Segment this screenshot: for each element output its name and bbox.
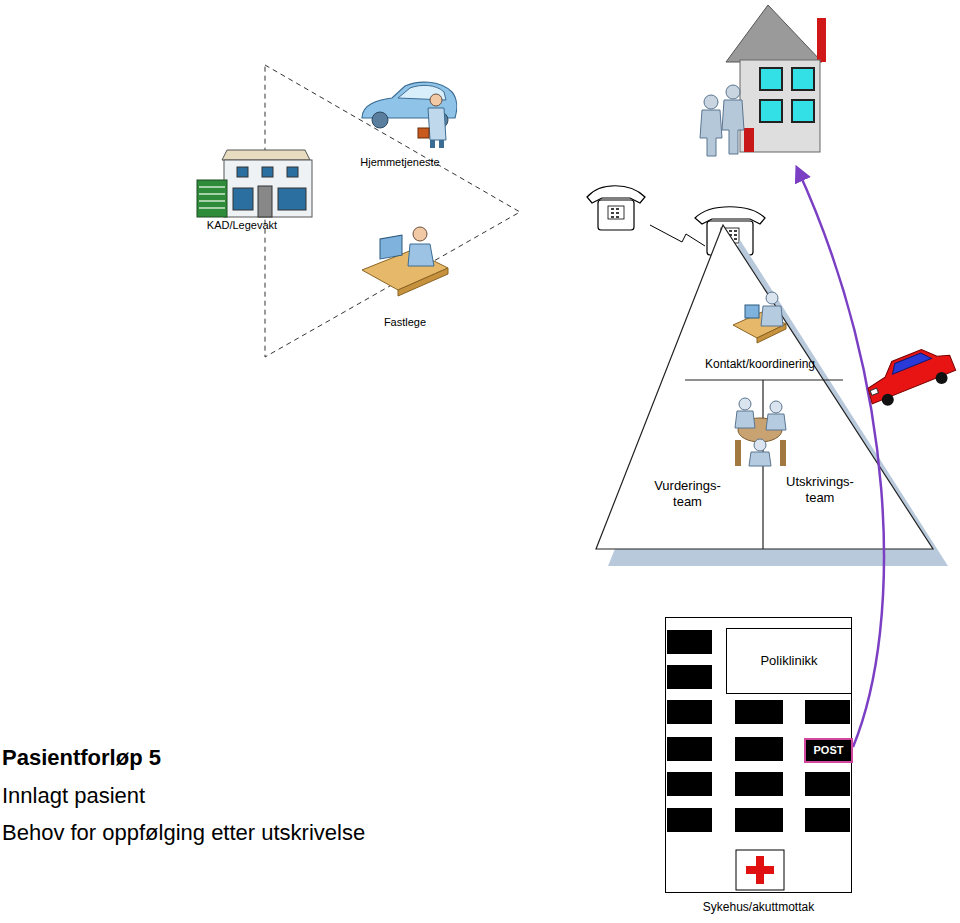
illustration-part xyxy=(880,392,896,408)
illustration-part xyxy=(439,140,444,148)
illustration-part xyxy=(685,379,843,380)
subtitle-line: Behov for oppfølging etter utskrivelse xyxy=(2,820,365,846)
illustration-part xyxy=(667,665,712,689)
illustration-part xyxy=(380,235,402,259)
icon-label: Hjemmetjeneste xyxy=(360,156,439,168)
illustration-part xyxy=(726,5,822,62)
illustration-part xyxy=(733,292,786,343)
node-text: Poliklinikk xyxy=(760,653,817,669)
illustration-part xyxy=(735,700,783,724)
illustration-part xyxy=(934,370,950,386)
illustration-part xyxy=(792,68,814,90)
illustration-part xyxy=(224,160,312,217)
illustration-part xyxy=(757,324,786,343)
node-text: POST xyxy=(814,744,844,758)
illustration-part xyxy=(780,440,786,466)
illustration-part xyxy=(278,188,306,210)
illustration-part xyxy=(746,856,774,884)
illustration-part xyxy=(258,186,272,217)
illustration-part xyxy=(197,150,312,217)
illustration-part xyxy=(860,341,955,404)
clinic-box: Poliklinikk xyxy=(726,628,852,694)
illustration-part xyxy=(760,68,782,90)
node-text: Vurderings- team xyxy=(640,478,735,511)
illustration-part xyxy=(372,112,388,128)
illustration-part xyxy=(362,227,448,296)
illustration-part xyxy=(735,737,783,761)
illustration-part xyxy=(608,206,624,219)
illustration-part xyxy=(792,100,814,122)
illustration-part xyxy=(735,411,755,428)
illustration-part xyxy=(739,398,751,410)
illustration-part xyxy=(430,94,442,106)
illustration-part xyxy=(199,207,225,209)
illustration-part xyxy=(598,200,634,230)
title: Pasientforløp 5 xyxy=(2,745,161,771)
illustration-part xyxy=(428,108,446,140)
illustration-part xyxy=(817,18,826,62)
illustration-part xyxy=(287,167,298,177)
illustration-part xyxy=(362,82,457,148)
illustration-part xyxy=(726,85,740,99)
illustration-part xyxy=(199,200,225,202)
illustration-part xyxy=(199,193,225,195)
illustration-part xyxy=(233,188,253,210)
illustration-part xyxy=(237,167,248,177)
illustration-part xyxy=(761,306,783,326)
illustration-part xyxy=(667,772,712,796)
illustration-part xyxy=(408,244,434,266)
illustration-part xyxy=(805,772,850,796)
illustration-part xyxy=(889,350,931,374)
region-label: Kontakt/koordinering xyxy=(680,353,840,375)
illustration-part xyxy=(700,110,722,156)
subtitle-line: Innlagt pasient xyxy=(2,783,145,809)
illustration-part xyxy=(650,225,705,246)
illustration-part xyxy=(735,398,786,466)
illustration-part xyxy=(197,180,227,217)
illustration-part xyxy=(413,227,427,241)
region-label: Vurderings- team xyxy=(640,474,735,514)
icon-label: KAD/Legevakt xyxy=(207,219,277,231)
illustration-part xyxy=(418,128,429,138)
illustration-part xyxy=(430,140,435,148)
illustration-part xyxy=(749,452,771,466)
illustration-part xyxy=(805,808,850,832)
illustration-part xyxy=(398,268,448,296)
illustration-part xyxy=(704,95,718,109)
building-label: Sykehus/akuttmottak xyxy=(703,900,814,915)
illustration-part xyxy=(667,700,712,724)
icon-label: Fastlege xyxy=(384,316,426,328)
illustration-part xyxy=(362,250,448,290)
illustration-part xyxy=(745,305,759,318)
illustration-part xyxy=(770,401,782,413)
illustration-part xyxy=(700,5,826,156)
illustration-part xyxy=(744,128,754,152)
illustration-part xyxy=(722,100,744,154)
node-text: Utskrivings- team xyxy=(770,474,870,507)
illustration-part xyxy=(766,292,778,304)
illustration-part xyxy=(740,60,820,152)
ward-box: POST xyxy=(804,738,853,763)
illustration-part xyxy=(760,100,782,122)
illustration-part xyxy=(667,737,712,761)
illustration-part xyxy=(611,209,621,217)
region-label: Utskrivings- team xyxy=(770,470,870,510)
illustration-part xyxy=(754,439,766,451)
illustration-part xyxy=(667,808,712,832)
illustration-part xyxy=(766,414,786,430)
illustration-part xyxy=(736,850,784,890)
illustration-part xyxy=(735,772,783,796)
illustration-part xyxy=(665,617,852,893)
illustration-part xyxy=(735,440,741,466)
node-text: Kontakt/koordinering xyxy=(705,357,815,372)
illustration-part xyxy=(667,630,712,654)
illustration-part xyxy=(199,186,225,188)
illustration-part xyxy=(860,341,958,412)
illustration-part xyxy=(870,388,878,395)
illustration-part xyxy=(262,167,273,177)
illustration-part xyxy=(805,700,850,724)
illustration-part xyxy=(735,808,783,832)
illustration-part xyxy=(222,150,310,160)
hospital-building: Sykehus/akuttmottakPoliklinikkPOST xyxy=(665,617,852,893)
